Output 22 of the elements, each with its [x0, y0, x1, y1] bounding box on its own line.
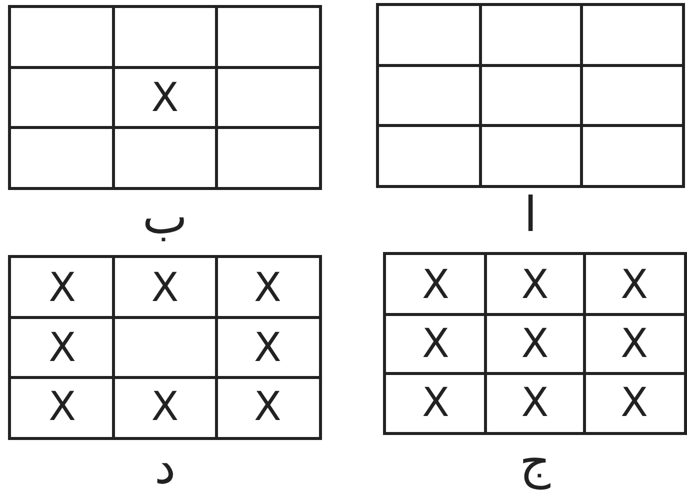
- caption-letter: ب: [142, 191, 188, 244]
- cross-mark: X: [254, 328, 282, 368]
- cross-mark: X: [151, 387, 179, 428]
- cross-mark: X: [48, 387, 76, 428]
- cross-mark: X: [422, 264, 450, 304]
- cross-mark: X: [254, 387, 282, 428]
- cross-mark: X: [48, 328, 76, 368]
- caption-letter: د: [154, 441, 176, 494]
- cross-mark: X: [620, 324, 648, 364]
- cross-mark: X: [521, 324, 549, 364]
- cross-mark: X: [151, 78, 179, 118]
- cross-mark: X: [620, 382, 648, 422]
- cross-mark: X: [521, 264, 549, 304]
- cross-mark: X: [422, 382, 450, 422]
- cross-mark: X: [620, 264, 648, 304]
- caption-letter: ج: [520, 436, 550, 489]
- cross-mark: X: [422, 324, 450, 364]
- cross-mark: X: [521, 382, 549, 422]
- caption-letter: ا: [524, 189, 538, 242]
- cross-mark: X: [151, 268, 179, 308]
- cross-mark: X: [48, 268, 76, 308]
- cross-mark: X: [254, 268, 282, 308]
